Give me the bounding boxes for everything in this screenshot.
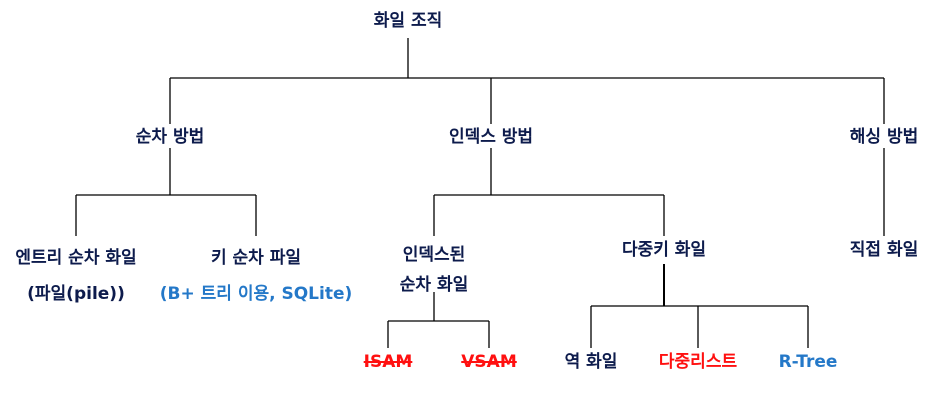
indexed-sequential-line2: 순차 화일 bbox=[399, 275, 469, 295]
root-file-organization: 화일 조직 bbox=[373, 11, 443, 31]
indexed-sequential-line1: 인덱스된 bbox=[402, 245, 466, 265]
node-multikey-file: 다중키 화일 bbox=[621, 240, 707, 260]
node-direct-file: 직접 화일 bbox=[849, 240, 919, 260]
node-indexed-sequential-file: 인덱스된 순차 화일 bbox=[400, 240, 468, 300]
node-index-method: 인덱스 방법 bbox=[448, 127, 534, 147]
entry-sequential-line2: (파일(pile)) bbox=[27, 284, 125, 304]
key-sequential-line1: 키 순차 파일 bbox=[210, 248, 302, 268]
node-vsam: VSAM bbox=[461, 352, 517, 372]
node-inverted-file: 역 화일 bbox=[564, 352, 618, 372]
node-hashing-method: 해싱 방법 bbox=[849, 127, 919, 147]
node-entry-sequential-file: 엔트리 순차 화일 (파일(pile)) bbox=[15, 240, 136, 312]
node-multilist: 다중리스트 bbox=[658, 352, 738, 372]
node-isam: ISAM bbox=[363, 352, 413, 372]
node-key-sequential-file: 키 순차 파일 (B+ 트리 이용, SQLite) bbox=[160, 240, 353, 312]
node-sequential-method: 순차 방법 bbox=[135, 127, 205, 147]
entry-sequential-line1: 엔트리 순차 화일 bbox=[15, 248, 137, 268]
key-sequential-line2: (B+ 트리 이용, SQLite) bbox=[159, 284, 353, 304]
node-r-tree: R-Tree bbox=[778, 352, 838, 372]
